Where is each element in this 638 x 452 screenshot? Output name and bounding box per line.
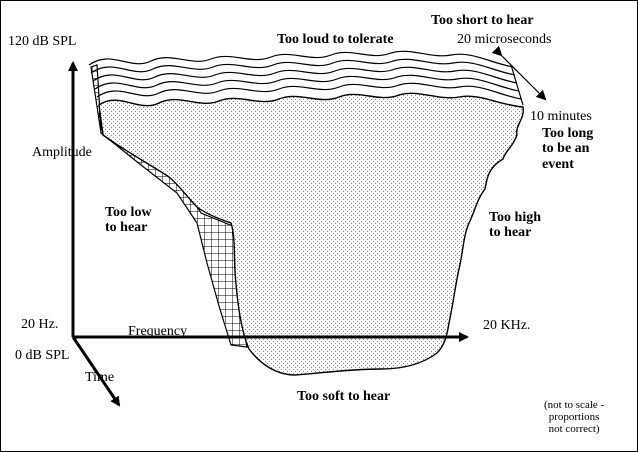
- scale-note: (not to scale - proportions not correct): [544, 399, 604, 435]
- too-low-line-1: Too low: [105, 205, 152, 220]
- time-axis-line: [71, 336, 121, 407]
- too-loud-label: Too loud to tolerate: [277, 32, 394, 47]
- scale-note-line-1: (not to scale -: [544, 399, 605, 411]
- too-low-line-2: to hear: [105, 220, 148, 236]
- amplitude-min-label: 0 dB SPL: [15, 348, 70, 363]
- frequency-axis-label: Frequency: [128, 324, 188, 339]
- too-long-line-1: Too long: [542, 126, 594, 141]
- too-soft-label: Too soft to hear: [297, 389, 391, 404]
- freq-max-label: 20 KHz.: [483, 318, 531, 333]
- duration-range-arrow: [491, 45, 547, 101]
- audible-region-body: [98, 92, 524, 376]
- amplitude-axis-label: Amplitude: [32, 145, 92, 160]
- too-long-label: Too long to be an event: [542, 126, 593, 172]
- too-low-label: Too low to hear: [105, 205, 152, 236]
- time-min-label: 20 microseconds: [457, 32, 552, 47]
- too-short-label: Too short to hear: [431, 13, 534, 28]
- freq-min-label: 20 Hz.: [21, 317, 59, 332]
- too-high-line-2: to hear: [489, 225, 532, 241]
- too-long-line-3: event: [542, 156, 574, 172]
- too-high-line-1: Too high: [489, 210, 542, 225]
- axes: [68, 45, 547, 407]
- amplitude-max-label: 120 dB SPL: [8, 34, 77, 49]
- time-axis-label: Time: [85, 370, 115, 385]
- scale-note-line-3: not correct): [548, 423, 600, 435]
- too-high-label: Too high to hear: [489, 210, 541, 241]
- top-layer-edges: [88, 50, 524, 106]
- time-max-label: 10 minutes: [530, 109, 592, 124]
- too-long-line-2: to be an: [542, 141, 590, 157]
- scale-note-line-2: proportions: [548, 411, 600, 423]
